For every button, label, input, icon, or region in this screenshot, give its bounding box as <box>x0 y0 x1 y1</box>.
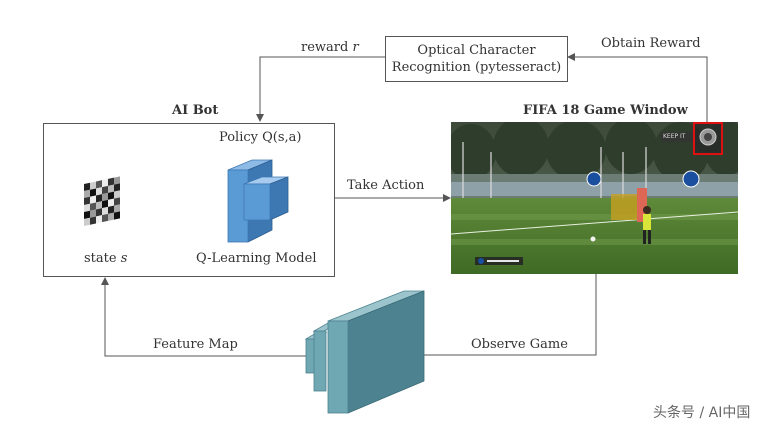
obtain-reward-arrow <box>567 53 708 122</box>
game-window-screenshot: KEEP IT <box>451 122 738 274</box>
obtain-reward-label: Obtain Reward <box>601 36 701 51</box>
ai-bot-title: AI Bot <box>172 103 219 118</box>
feature-map-icon <box>304 290 425 414</box>
checkerboard-state-icon <box>84 176 120 226</box>
game-window-title: FIFA 18 Game Window <box>523 103 688 118</box>
game-scene <box>451 122 738 274</box>
score-highlight-box <box>693 122 723 155</box>
game-hud-text: KEEP IT <box>663 133 686 140</box>
ocr-line-1: Optical Character <box>417 43 536 58</box>
reward-label: reward r <box>301 40 359 55</box>
take-action-label: Take Action <box>347 178 425 193</box>
emblem-icon <box>699 128 717 146</box>
ocr-box <box>385 36 568 82</box>
policy-label: Policy Q(s,a) <box>219 130 302 145</box>
reward-arrow <box>256 56 386 122</box>
observe-game-arrow <box>387 274 597 359</box>
state-label: state s <box>84 251 128 266</box>
observe-game-label: Observe Game <box>471 337 568 352</box>
ocr-line-2: Recognition (pytesseract) <box>391 60 562 75</box>
ocr-label: Optical Character Recognition (pytessera… <box>385 42 568 76</box>
feature-map-label: Feature Map <box>153 337 238 352</box>
watermark: 头条号 / AI中国 <box>653 405 751 421</box>
feature-map-arrow <box>101 277 310 357</box>
q-learning-model-icon <box>227 159 289 243</box>
q-learning-model-label: Q-Learning Model <box>196 251 317 266</box>
